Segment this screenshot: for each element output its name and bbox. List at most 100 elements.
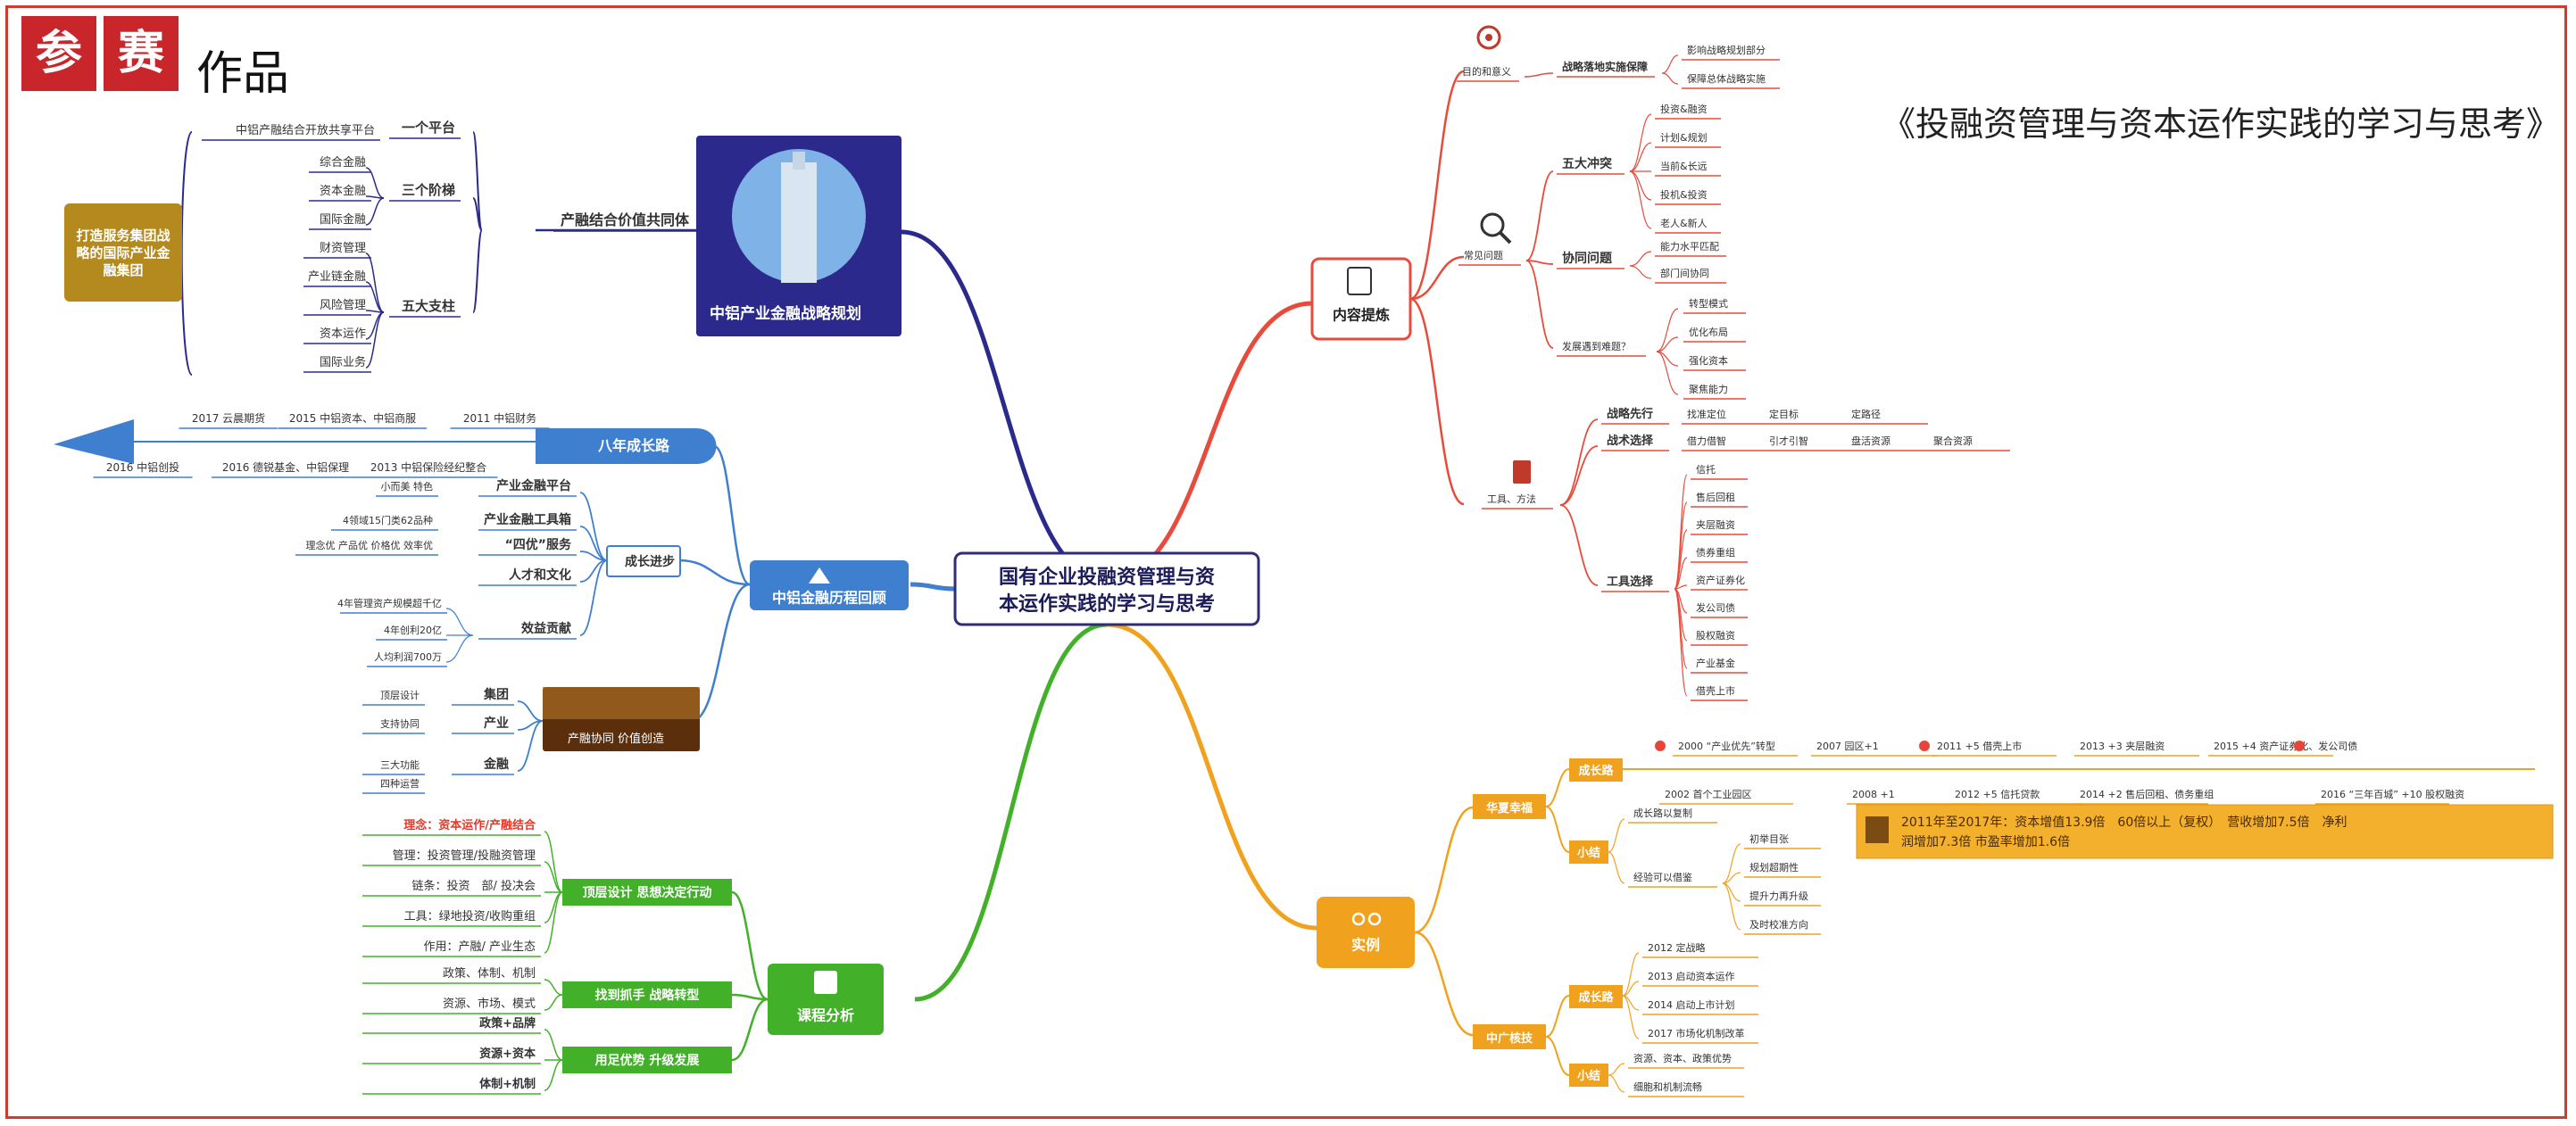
progress-box[interactable] bbox=[606, 545, 681, 577]
progress-item: “四优”服务 bbox=[505, 537, 572, 552]
coord-label: 协同问题 bbox=[1562, 251, 1613, 266]
branch-line bbox=[544, 1029, 563, 1061]
hualu-box[interactable] bbox=[1473, 794, 1546, 819]
branch-line bbox=[365, 197, 385, 226]
growth-milestone: 2012 +5 信托贷款 bbox=[1955, 788, 2040, 800]
pillars-label: 五大支柱 bbox=[402, 298, 455, 314]
content-topic[interactable] bbox=[1310, 257, 1412, 341]
branch-line bbox=[1559, 504, 1599, 586]
branch-line bbox=[1722, 882, 1741, 902]
course-sub-box[interactable] bbox=[562, 879, 732, 906]
synergy-item: 金融 bbox=[483, 757, 509, 772]
content-topic-label: 内容提炼 bbox=[1333, 307, 1390, 324]
benefit-leaf: 人均利润700万 bbox=[374, 650, 442, 663]
course-sub-box[interactable] bbox=[562, 1047, 732, 1073]
branch-line bbox=[1414, 931, 1474, 1037]
branch-course bbox=[914, 622, 1108, 1002]
branch-line bbox=[1656, 336, 1679, 352]
coord-leaf: 部门间协同 bbox=[1660, 267, 1709, 279]
develop-leaf: 强化资本 bbox=[1689, 354, 1728, 367]
branch-line bbox=[1545, 806, 1570, 853]
course-sub-label: 顶层设计 思想决定行动 bbox=[583, 885, 712, 900]
page-frame bbox=[5, 5, 2567, 1119]
eight-years-box[interactable] bbox=[536, 428, 717, 464]
branch-line bbox=[1608, 1063, 1625, 1076]
summary1-box[interactable] bbox=[1569, 840, 1608, 864]
glasses-icon-right bbox=[1367, 912, 1382, 926]
course-leaf: 管理：投资管理/投融资管理 bbox=[393, 849, 536, 863]
page-title-suffix: 作品 bbox=[196, 47, 290, 101]
course-leaf: 资源+资本 bbox=[479, 1047, 536, 1061]
conflict-leaf: 当前&长远 bbox=[1660, 160, 1708, 172]
community-label: 产融结合价值共同体 bbox=[561, 211, 690, 228]
coord-leaf: 能力水平匹配 bbox=[1660, 240, 1719, 253]
branch-line bbox=[677, 559, 751, 586]
building-top bbox=[793, 152, 805, 170]
central-topic[interactable] bbox=[953, 551, 1260, 626]
goal-box[interactable] bbox=[64, 203, 182, 302]
course-topic[interactable] bbox=[768, 964, 884, 1035]
branch-line bbox=[1722, 872, 1741, 884]
pillar-leaf: 国际业务 bbox=[320, 355, 366, 369]
first-leaf: 定目标 bbox=[1769, 408, 1799, 420]
highlight-box bbox=[1856, 804, 2554, 859]
growth-milestone: 2011 +5 借壳上市 bbox=[1937, 740, 2022, 752]
branch-line bbox=[1656, 308, 1679, 352]
growth-milestone: 2013 +3 夹层融资 bbox=[2080, 741, 2165, 752]
course-sub-box[interactable] bbox=[562, 981, 732, 1008]
progress-item: 产业金融平台 bbox=[496, 478, 571, 493]
branch-history bbox=[910, 582, 956, 592]
magnifier-handle bbox=[1499, 231, 1512, 244]
course-leaf: 链条：投资 部/ 投决会 bbox=[411, 879, 536, 893]
tool-leaf: 借壳上市 bbox=[1696, 684, 1735, 697]
tool-leaf: 信托 bbox=[1696, 463, 1716, 476]
branch-line bbox=[1622, 952, 1640, 997]
tool-select-label: 工具选择 bbox=[1607, 575, 1654, 589]
summary1-sub-leaf: 提升力再升级 bbox=[1749, 890, 1808, 902]
branch-line bbox=[1559, 418, 1599, 506]
document-title: 《投融资管理与资本运作实践的学习与思考》 bbox=[1882, 104, 2561, 144]
course-topic-label: 课程分析 bbox=[797, 1007, 854, 1024]
branch-line bbox=[1409, 255, 1465, 301]
course-sub-label: 找到抓手 战略转型 bbox=[595, 988, 700, 1003]
branch-line bbox=[544, 831, 563, 893]
cgn-growth-box[interactable] bbox=[1569, 985, 1623, 1008]
cgn-box[interactable] bbox=[1473, 1024, 1546, 1049]
platform-label: 一个平台 bbox=[402, 120, 455, 136]
conflict-leaf: 投机&投资 bbox=[1660, 188, 1708, 201]
synergy-label: 产融协同 价值创造 bbox=[568, 732, 664, 746]
tool-leaf: 发公司债 bbox=[1696, 601, 1735, 614]
progress-leaf: 理念优 产品优 价格优 效率优 bbox=[306, 539, 434, 551]
book-icon bbox=[1513, 460, 1531, 484]
timeline-arrow-icon bbox=[54, 419, 134, 464]
highlight-text: 2011年至2017年：资本增值13.9倍 60倍以上（复权） 营收增加7.5倍… bbox=[1901, 815, 2347, 830]
growth-box[interactable] bbox=[1569, 758, 1623, 782]
branch-line bbox=[1629, 142, 1652, 172]
course-leaf: 作用：产融/ 产业生态 bbox=[423, 940, 536, 954]
cgn-leaf: 2012 定战略 bbox=[1648, 941, 1706, 954]
branch-line bbox=[731, 998, 769, 1062]
progress-label: 成长进步 bbox=[625, 554, 675, 569]
course-leaf: 资源、市场、模式 bbox=[443, 997, 536, 1011]
pillar-leaf: 产业链金融 bbox=[308, 269, 366, 284]
branch-line bbox=[579, 559, 608, 636]
branch-line bbox=[1414, 806, 1474, 934]
summary2-box[interactable] bbox=[1569, 1064, 1608, 1087]
tool-leaf: 股权融资 bbox=[1696, 630, 1735, 642]
progress-item: 人才和文化 bbox=[509, 567, 571, 583]
history-topic[interactable] bbox=[750, 560, 909, 610]
branch-line bbox=[1608, 1074, 1625, 1093]
summary2-leaf: 细胞和机制流畅 bbox=[1633, 1080, 1702, 1093]
ladder-leaf: 综合金融 bbox=[320, 155, 366, 170]
develop-label: 发展遇到难题？ bbox=[1562, 340, 1631, 352]
summary1-leaf: 经验可以借鉴 bbox=[1633, 871, 1692, 883]
branch-line bbox=[1661, 54, 1679, 74]
course-leaf: 理念：资本运作/产融结合 bbox=[403, 818, 536, 832]
branch-line bbox=[365, 311, 385, 368]
conflict-leaf: 投资&融资 bbox=[1660, 103, 1708, 115]
cases-topic[interactable] bbox=[1317, 897, 1415, 968]
branch-content bbox=[1106, 301, 1313, 583]
branch-line bbox=[365, 311, 385, 340]
synergy-leaf: 支持协同 bbox=[380, 717, 420, 730]
milestone-flag-icon bbox=[1655, 741, 1666, 751]
